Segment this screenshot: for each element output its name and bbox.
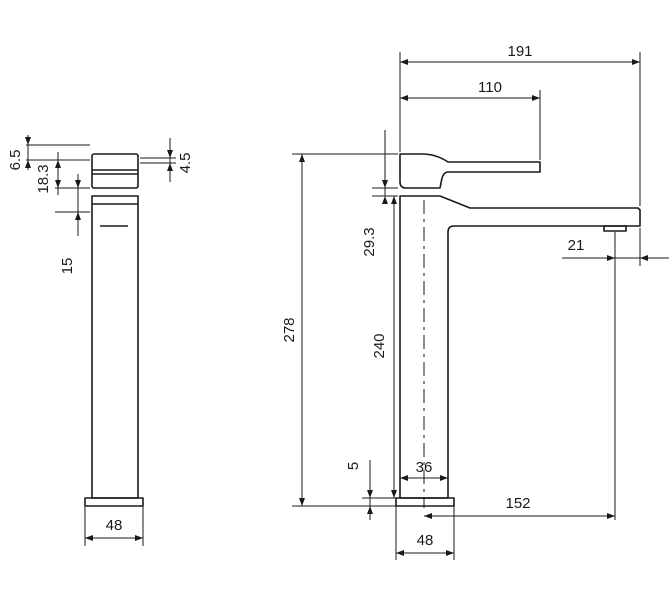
front-base-width-label: 48 [106, 517, 123, 534]
dimension-arrowhead [382, 196, 388, 204]
side-body-width-label: 36 [416, 459, 433, 476]
front-right-gap-label: 4.5 [177, 153, 194, 174]
dimension-arrowhead [640, 255, 648, 261]
dimension-arrowhead [607, 513, 615, 519]
dimension-arrowhead [367, 490, 373, 498]
dimension-arrowhead [299, 154, 305, 162]
side-handle-reach-label: 110 [478, 79, 502, 96]
dimension-arrowhead [400, 475, 408, 481]
dimension-arrowhead [299, 498, 305, 506]
dimension-arrowhead [440, 475, 448, 481]
dimension-arrowhead [400, 59, 408, 65]
front-handle-height-label: 18.3 [35, 164, 52, 193]
dimension-arrowhead [167, 163, 173, 171]
side-view: 191 110 21 278 29.3 240 5 36 152 48 [281, 43, 669, 560]
dimension-arrowhead [55, 180, 61, 188]
dimension-arrowhead [632, 59, 640, 65]
front-top-gap-label: 6.5 [7, 150, 24, 171]
dimension-arrowhead [55, 160, 61, 168]
front-body [91, 195, 139, 499]
dimension-arrowhead [25, 160, 31, 168]
dimension-arrowhead [382, 180, 388, 188]
side-base-width-label: 48 [417, 532, 434, 549]
dimension-arrowhead [607, 255, 615, 261]
dimension-arrowhead [75, 212, 81, 220]
side-handle-height-label: 29.3 [361, 227, 378, 256]
side-base-thickness-label: 5 [345, 462, 362, 470]
side-overall-height-label: 278 [281, 317, 298, 342]
dimension-arrowhead [446, 550, 454, 556]
dimension-arrowhead [424, 513, 432, 519]
front-spout-height-label: 15 [59, 258, 76, 275]
dimension-arrowhead [25, 137, 31, 145]
dimension-arrowhead [396, 550, 404, 556]
dimension-arrows [25, 59, 648, 556]
dimension-arrowhead [532, 95, 540, 101]
dimension-arrowhead [391, 196, 397, 204]
front-handle [91, 153, 139, 189]
side-spout-projection-label: 152 [505, 495, 530, 512]
front-base [84, 497, 144, 507]
side-body-spout [399, 195, 641, 499]
side-base [395, 497, 455, 507]
dimension-arrowhead [75, 180, 81, 188]
side-spout-offset-label: 21 [568, 237, 585, 254]
side-spout-height-label: 240 [371, 333, 388, 358]
dimension-arrowhead [400, 95, 408, 101]
dimension-arrowhead [135, 535, 143, 541]
dimension-arrowhead [367, 506, 373, 514]
dimension-arrowhead [167, 150, 173, 158]
side-aerator [603, 225, 627, 232]
front-view: 6.5 18.3 4.5 15 48 [7, 135, 194, 546]
dimension-arrowhead [391, 490, 397, 498]
side-handle-lever [399, 153, 541, 189]
dimension-arrowhead [85, 535, 93, 541]
side-overall-width-label: 191 [507, 43, 532, 60]
